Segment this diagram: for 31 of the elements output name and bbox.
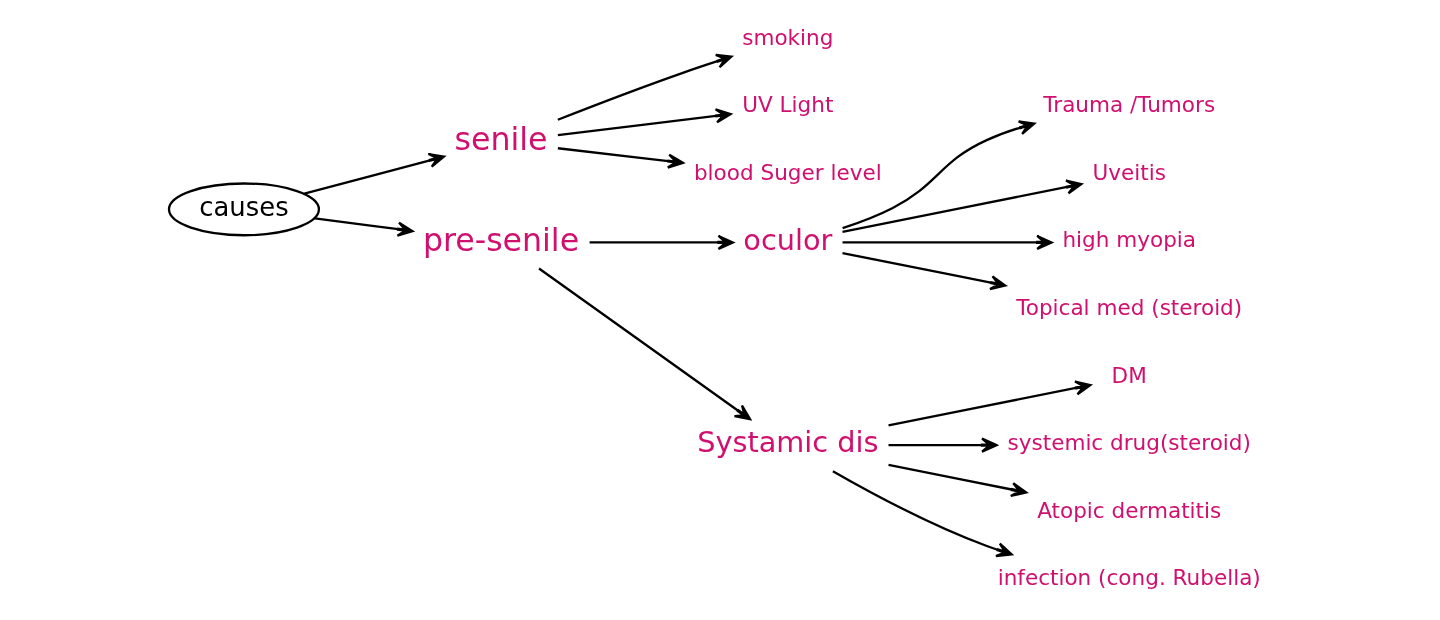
arrow [537,267,751,421]
arrow [887,380,1091,427]
arrow [556,53,733,121]
node-text: Topical med (steroid) [1015,295,1242,321]
arrow [842,234,1053,251]
arrow [887,463,1027,498]
node-text: smoking [741,24,833,50]
node-text: Systamic dis [696,425,878,460]
arrow [557,147,684,169]
node-text: Atopic dermatitis [1036,497,1221,523]
arrow [841,179,1082,233]
node-text: pre-senile [422,221,579,258]
node-text: oculor [742,222,832,257]
node-text: Uveitis [1092,159,1166,185]
arrow [303,152,445,195]
arrow [888,437,998,453]
arrow [841,120,1035,230]
node-text: high myopia [1061,227,1196,253]
arrow [557,108,732,137]
arrow [831,470,1013,558]
arrow [314,217,414,237]
node-text: systemic drug(steroid) [1007,430,1251,456]
node-text: infection (cong. Rubella) [997,565,1261,591]
node-text: UV Light [741,92,833,118]
node-text: Trauma /Tumors [1042,92,1215,118]
node-text: blood Suger level [693,159,882,185]
arrow [841,251,1006,291]
arrow [589,234,734,251]
node-text: DM [1111,362,1147,388]
node-ellipse: causes [167,182,320,237]
node-text: senile [454,120,548,157]
